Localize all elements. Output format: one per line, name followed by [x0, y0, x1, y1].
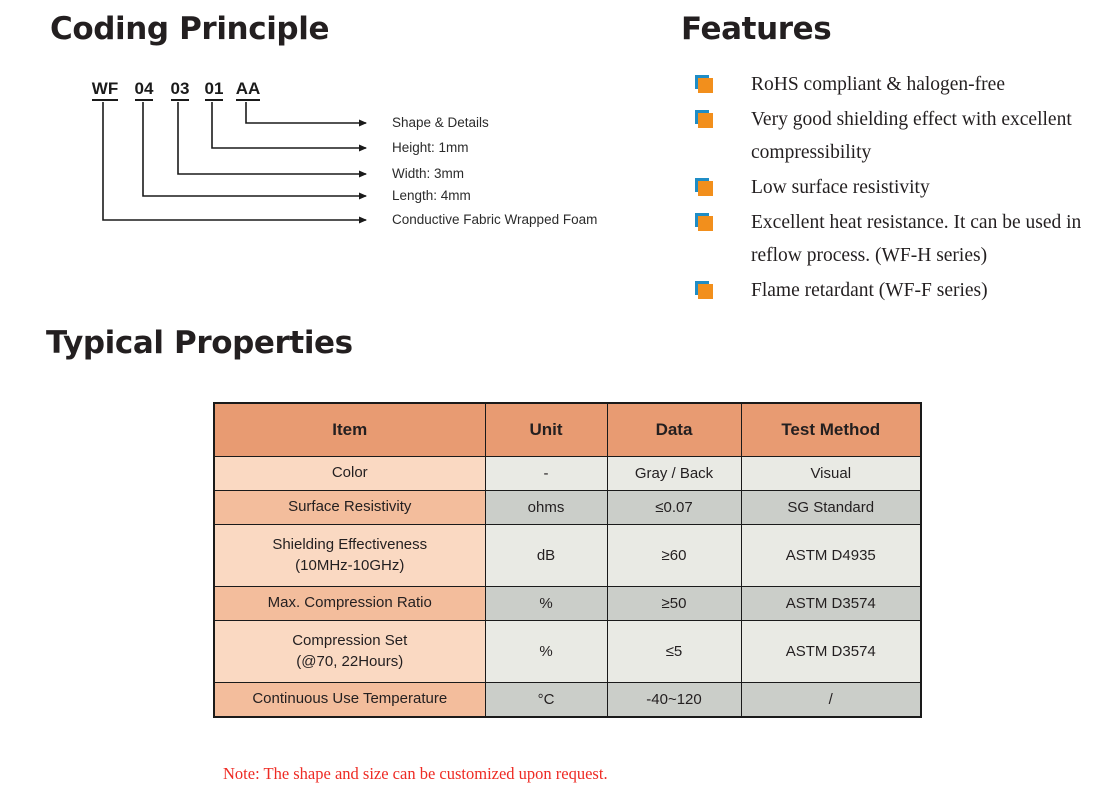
- feature-text: Low surface resistivity: [751, 177, 930, 198]
- page-title-typical-properties: Typical Properties: [46, 325, 353, 361]
- table-header-row: Item Unit Data Test Method: [213, 402, 922, 457]
- cell-data: ≤0.07: [606, 490, 742, 525]
- cell-data: ≥60: [606, 524, 742, 587]
- orange-square-bullet-icon: [695, 281, 714, 300]
- cell-item: Max. Compression Ratio: [213, 586, 486, 621]
- cell-item: Compression Set(@70, 22Hours): [213, 620, 486, 683]
- typical-properties-table: Item Unit Data Test Method Color - Gray …: [213, 402, 922, 718]
- cell-unit: %: [484, 620, 608, 683]
- feature-item: RoHS compliant & halogen-free: [695, 68, 1105, 101]
- cell-unit: %: [484, 586, 608, 621]
- column-header-unit: Unit: [484, 402, 608, 457]
- code-token-width: 03: [162, 79, 198, 101]
- cell-unit: dB: [484, 524, 608, 587]
- table-row: Continuous Use Temperature °C -40~120 /: [213, 682, 922, 717]
- feature-text: RoHS compliant & halogen-free: [751, 74, 1005, 95]
- cell-data: Gray / Back: [606, 456, 742, 491]
- feature-item: Very good shielding effect with excellen…: [695, 103, 1105, 169]
- coding-leader-lines: [102, 102, 367, 224]
- page-title-coding-principle: Coding Principle: [50, 11, 330, 47]
- code-token-height: 01: [196, 79, 232, 101]
- cell-data: ≥50: [606, 586, 742, 621]
- orange-square-bullet-icon: [695, 178, 714, 197]
- page-title-features: Features: [681, 11, 832, 47]
- cell-item: Color: [213, 456, 486, 491]
- column-header-item: Item: [213, 402, 486, 457]
- orange-square-bullet-icon: [695, 110, 714, 129]
- orange-square-bullet-icon: [695, 75, 714, 94]
- features-list: RoHS compliant & halogen-free Very good …: [695, 68, 1105, 309]
- table-row: Color - Gray / Back Visual: [213, 456, 922, 491]
- coding-label-width: Width: 3mm: [392, 166, 465, 181]
- table-row: Surface Resistivity ohms ≤0.07 SG Standa…: [213, 490, 922, 525]
- coding-label-length: Length: 4mm: [392, 188, 471, 203]
- cell-test-method: ASTM D4935: [740, 524, 922, 587]
- feature-item: Flame retardant (WF-F series): [695, 274, 1105, 307]
- cell-test-method: ASTM D3574: [740, 586, 922, 621]
- cell-test-method: SG Standard: [740, 490, 922, 525]
- cell-item: Continuous Use Temperature: [213, 682, 486, 717]
- cell-data: -40~120: [606, 682, 742, 717]
- cell-unit: ohms: [484, 490, 608, 525]
- table-row: Shielding Effectiveness(10MHz-10GHz) dB …: [213, 524, 922, 587]
- cell-test-method: /: [740, 682, 922, 717]
- cell-unit: °C: [484, 682, 608, 717]
- coding-label-shape-details: Shape & Details: [392, 115, 489, 130]
- column-header-test-method: Test Method: [740, 402, 922, 457]
- code-token-shape: AA: [230, 79, 266, 101]
- cell-item: Surface Resistivity: [213, 490, 486, 525]
- code-token-wf: WF: [84, 79, 126, 101]
- code-token-length: 04: [126, 79, 162, 101]
- coding-label-height: Height: 1mm: [392, 140, 469, 155]
- cell-data: ≤5: [606, 620, 742, 683]
- coding-label-material: Conductive Fabric Wrapped Foam: [392, 212, 598, 227]
- feature-item: Excellent heat resistance. It can be use…: [695, 206, 1105, 272]
- table-row: Compression Set(@70, 22Hours) % ≤5 ASTM …: [213, 620, 922, 683]
- table-note: Note: The shape and size can be customiz…: [223, 764, 608, 783]
- cell-test-method: Visual: [740, 456, 922, 491]
- orange-square-bullet-icon: [695, 213, 714, 232]
- table-row: Max. Compression Ratio % ≥50 ASTM D3574: [213, 586, 922, 621]
- feature-text: Very good shielding effect with excellen…: [751, 109, 1072, 163]
- feature-text: Excellent heat resistance. It can be use…: [751, 212, 1082, 266]
- feature-text: Flame retardant (WF-F series): [751, 280, 988, 301]
- cell-unit: -: [484, 456, 608, 491]
- cell-item: Shielding Effectiveness(10MHz-10GHz): [213, 524, 486, 587]
- coding-principle-diagram: WF 04 03 01 AA Shape & Details H: [0, 60, 680, 250]
- feature-item: Low surface resistivity: [695, 171, 1105, 204]
- column-header-data: Data: [606, 402, 742, 457]
- cell-test-method: ASTM D3574: [740, 620, 922, 683]
